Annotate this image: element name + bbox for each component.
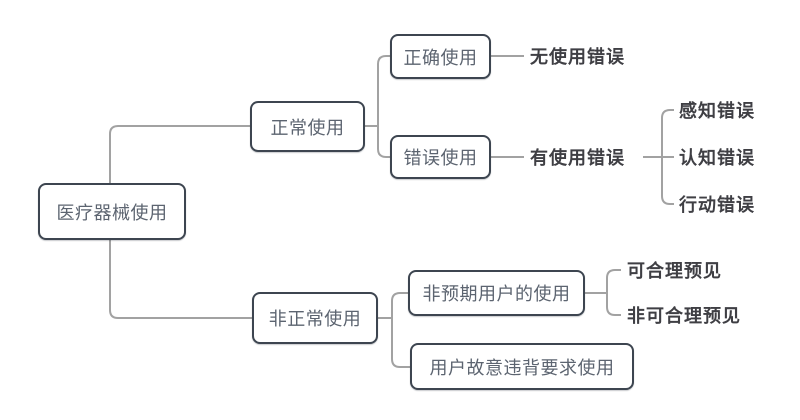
node-medical-device-use[interactable]: 医疗器械使用 [38,183,186,240]
node-normal-use-label: 正常使用 [270,117,345,139]
connector-abnormal-use-trunk [391,292,410,368]
connector-unintended-trunk [606,269,621,316]
node-correct-use[interactable]: 正确使用 [390,34,491,79]
leaf-no-use-error[interactable]: 无使用错误 [530,45,625,68]
leaf-cognition-error-label: 认知错误 [679,148,755,169]
node-erroneous-use[interactable]: 错误使用 [390,135,491,179]
node-abnormal-use-label: 非正常使用 [268,309,362,330]
connector-root-abnormal-use [109,240,252,319]
leaf-perception-error-label: 感知错误 [679,101,755,122]
node-unintended-user-use-label: 非预期用户的使用 [422,284,571,305]
leaf-reasonably-foreseeable[interactable]: 可合理预见 [627,259,722,282]
leaf-not-reasonably-foreseeable[interactable]: 非可合理预见 [627,304,741,327]
leaf-cognition-error[interactable]: 认知错误 [679,146,755,169]
node-normal-use[interactable]: 正常使用 [250,101,365,152]
connector-has-error-trunk [661,109,674,205]
node-correct-use-label: 正确使用 [403,47,478,69]
connector-normal-use-trunk [377,55,390,158]
leaf-perception-error[interactable]: 感知错误 [679,99,755,122]
node-intentional-violation-use[interactable]: 用户故意违背要求使用 [410,343,634,390]
node-abnormal-use[interactable]: 非正常使用 [252,292,378,344]
node-erroneous-use-label: 错误使用 [403,148,478,169]
node-intentional-violation-use-label: 用户故意违背要求使用 [429,357,615,379]
connector-root-normal-use [109,125,250,183]
leaf-has-use-error-label: 有使用错误 [530,148,625,169]
node-medical-device-use-label: 医疗器械使用 [56,202,168,224]
leaf-no-use-error-label: 无使用错误 [530,47,625,68]
leaf-action-error[interactable]: 行动错误 [679,193,755,216]
leaf-reasonably-foreseeable-label: 可合理预见 [627,261,722,282]
node-unintended-user-use[interactable]: 非预期用户的使用 [408,270,585,316]
leaf-has-use-error[interactable]: 有使用错误 [530,146,625,169]
leaf-action-error-label: 行动错误 [679,195,755,216]
leaf-not-reasonably-foreseeable-label: 非可合理预见 [627,306,741,327]
